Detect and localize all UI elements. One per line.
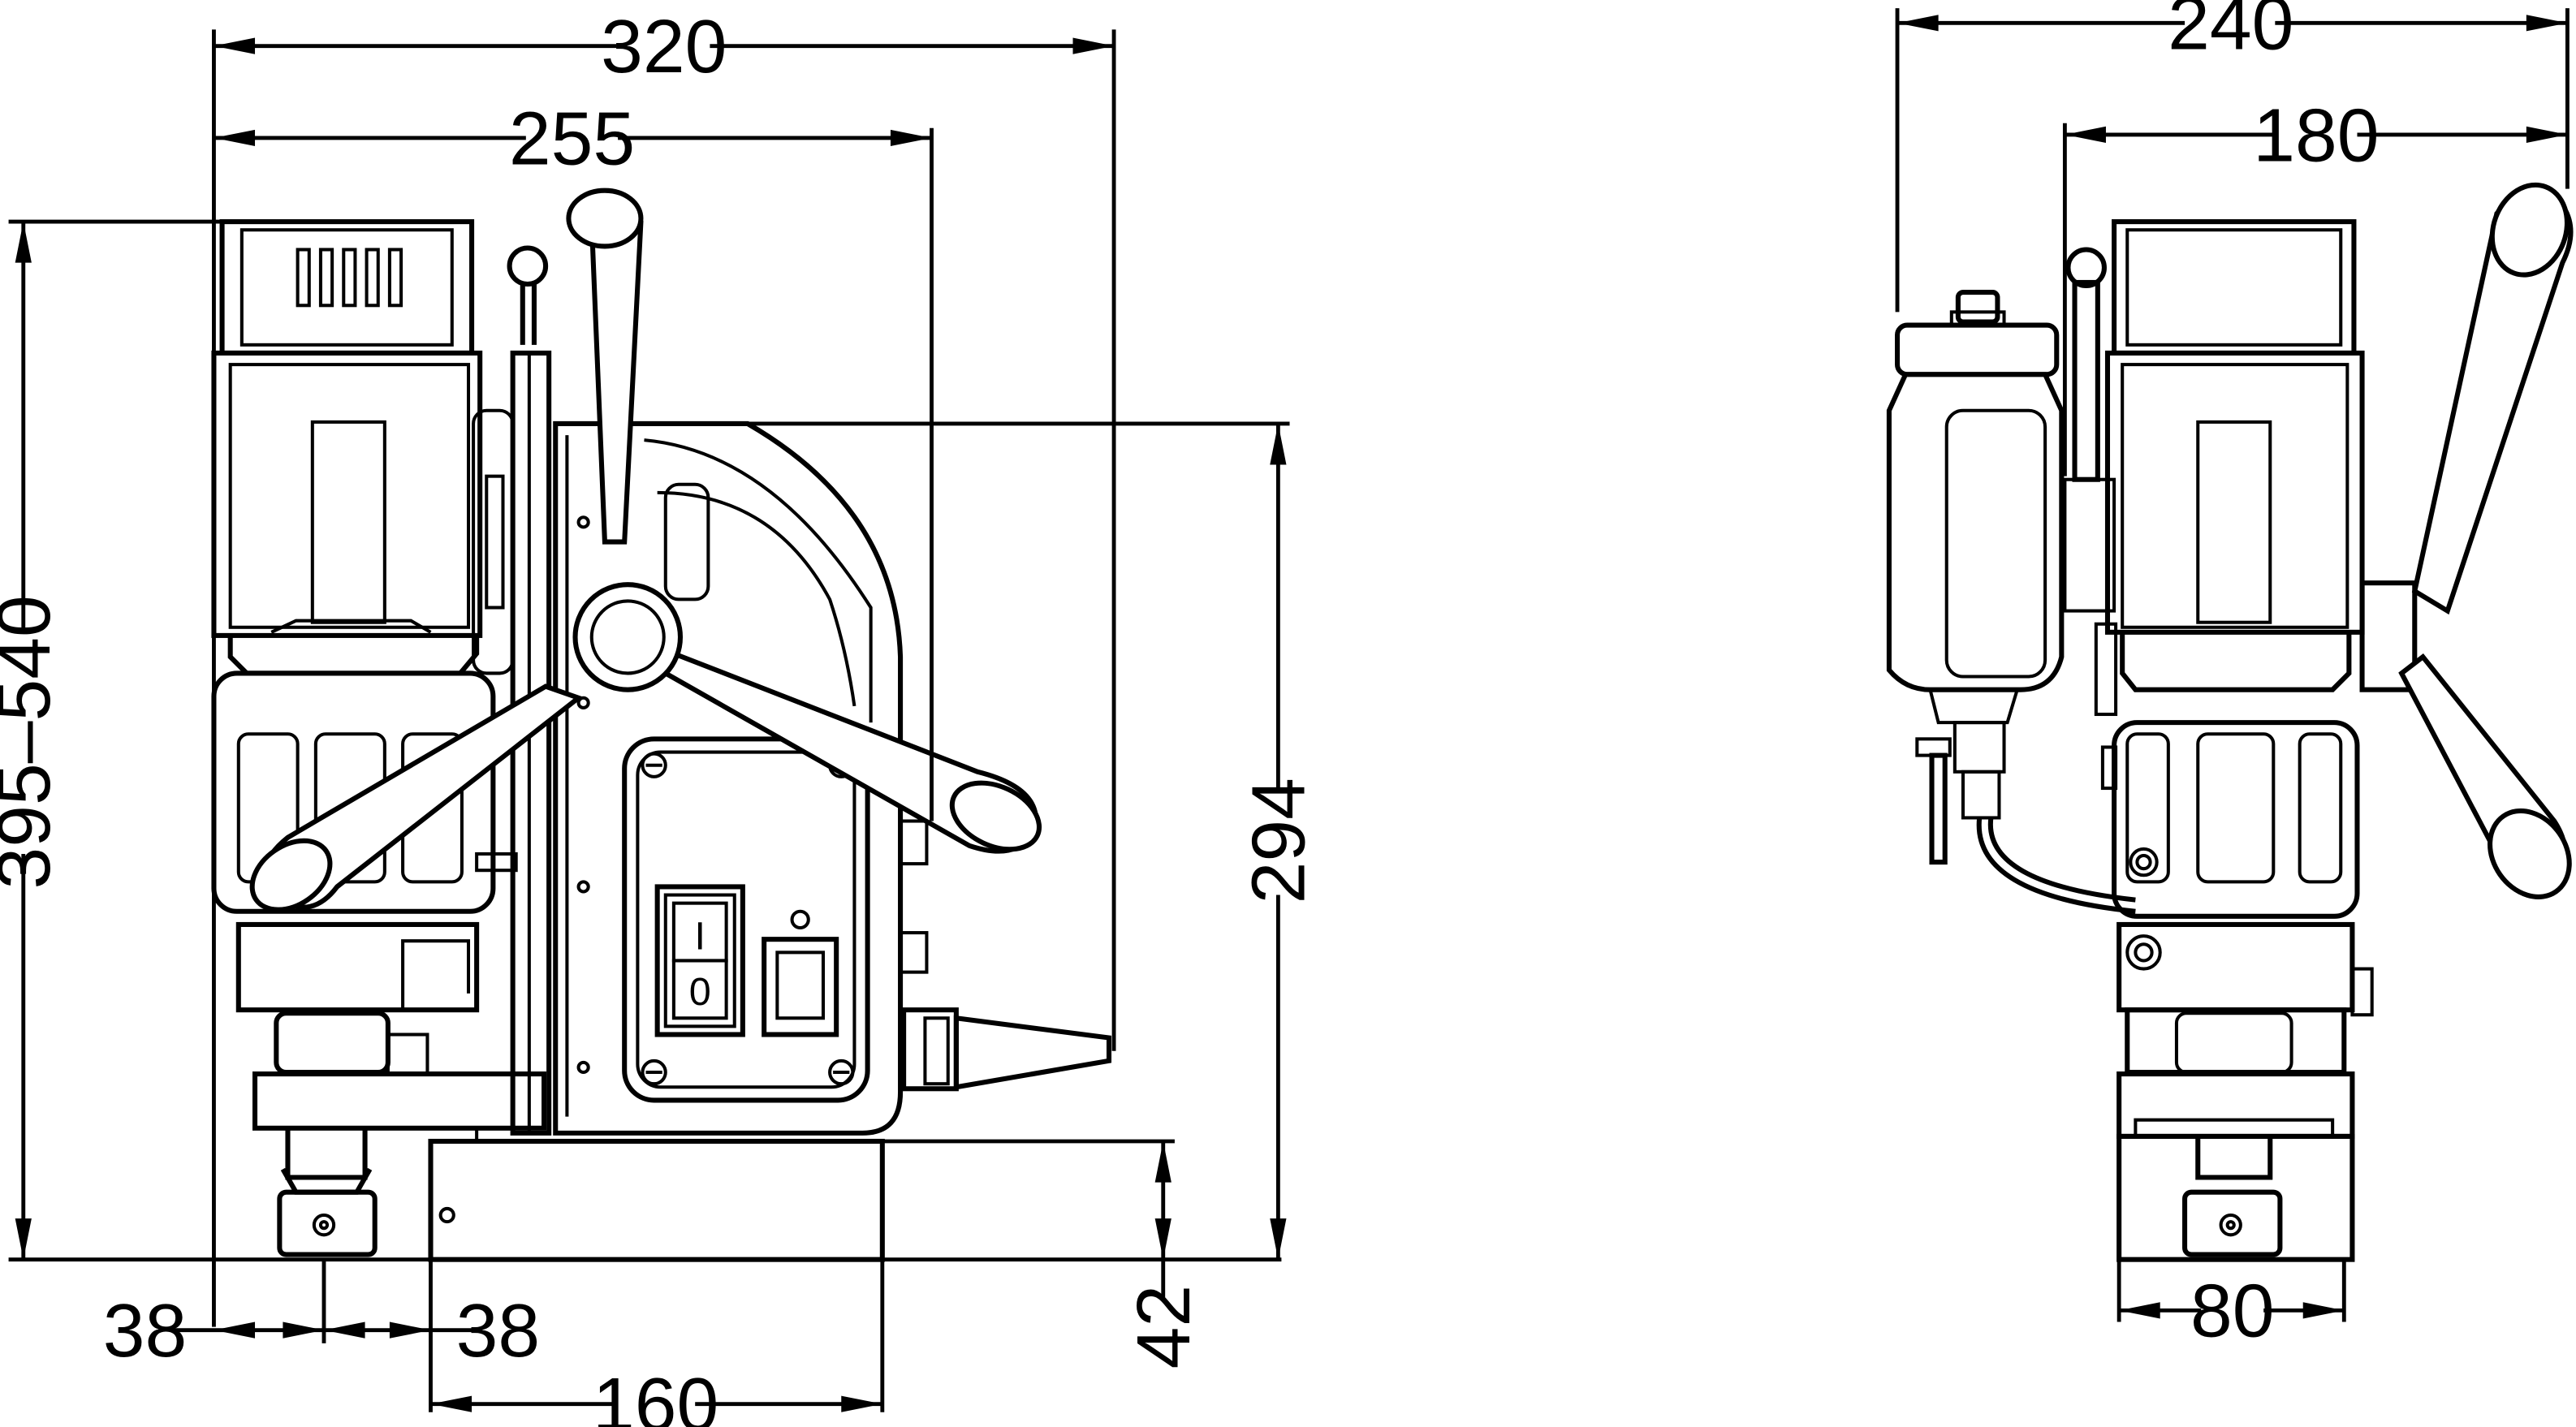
depth-lever <box>507 245 549 345</box>
magnetic-base <box>428 1129 885 1262</box>
dim-180: 180 <box>2253 93 2379 177</box>
side-dimensions: 240 180 80 <box>1895 0 2570 1353</box>
dim-42: 42 <box>1121 1285 1206 1369</box>
side-lower-housing <box>2116 921 2374 1262</box>
feed-handles <box>249 188 1042 912</box>
side-motor <box>2104 219 2365 919</box>
spindle-assembly <box>235 921 547 1257</box>
dim-38-left: 38 <box>103 1288 187 1373</box>
front-view-drill: I 0 <box>211 188 1112 1262</box>
switch-on-label: I <box>695 914 706 958</box>
dim-38-right: 38 <box>456 1288 541 1373</box>
dim-395-540: 395–540 <box>0 595 66 889</box>
column-slide <box>472 350 552 1136</box>
coolant-tank <box>1886 290 2136 914</box>
switch-off-label: 0 <box>689 970 711 1014</box>
side-feed-handles <box>2359 182 2574 899</box>
switch-panel: I 0 <box>654 884 839 1037</box>
dim-80: 80 <box>2190 1269 2275 1353</box>
dim-255: 255 <box>509 96 635 180</box>
dim-294: 294 <box>1236 778 1321 903</box>
motor-housing <box>211 219 496 914</box>
dim-320: 320 <box>601 4 727 88</box>
side-view-drill <box>1886 182 2574 1262</box>
dim-240: 240 <box>2168 0 2293 66</box>
front-dimensions: 320 255 395–540 294 42 <box>0 4 1321 1427</box>
main-body <box>553 420 1112 1136</box>
dim-160: 160 <box>593 1362 718 1427</box>
